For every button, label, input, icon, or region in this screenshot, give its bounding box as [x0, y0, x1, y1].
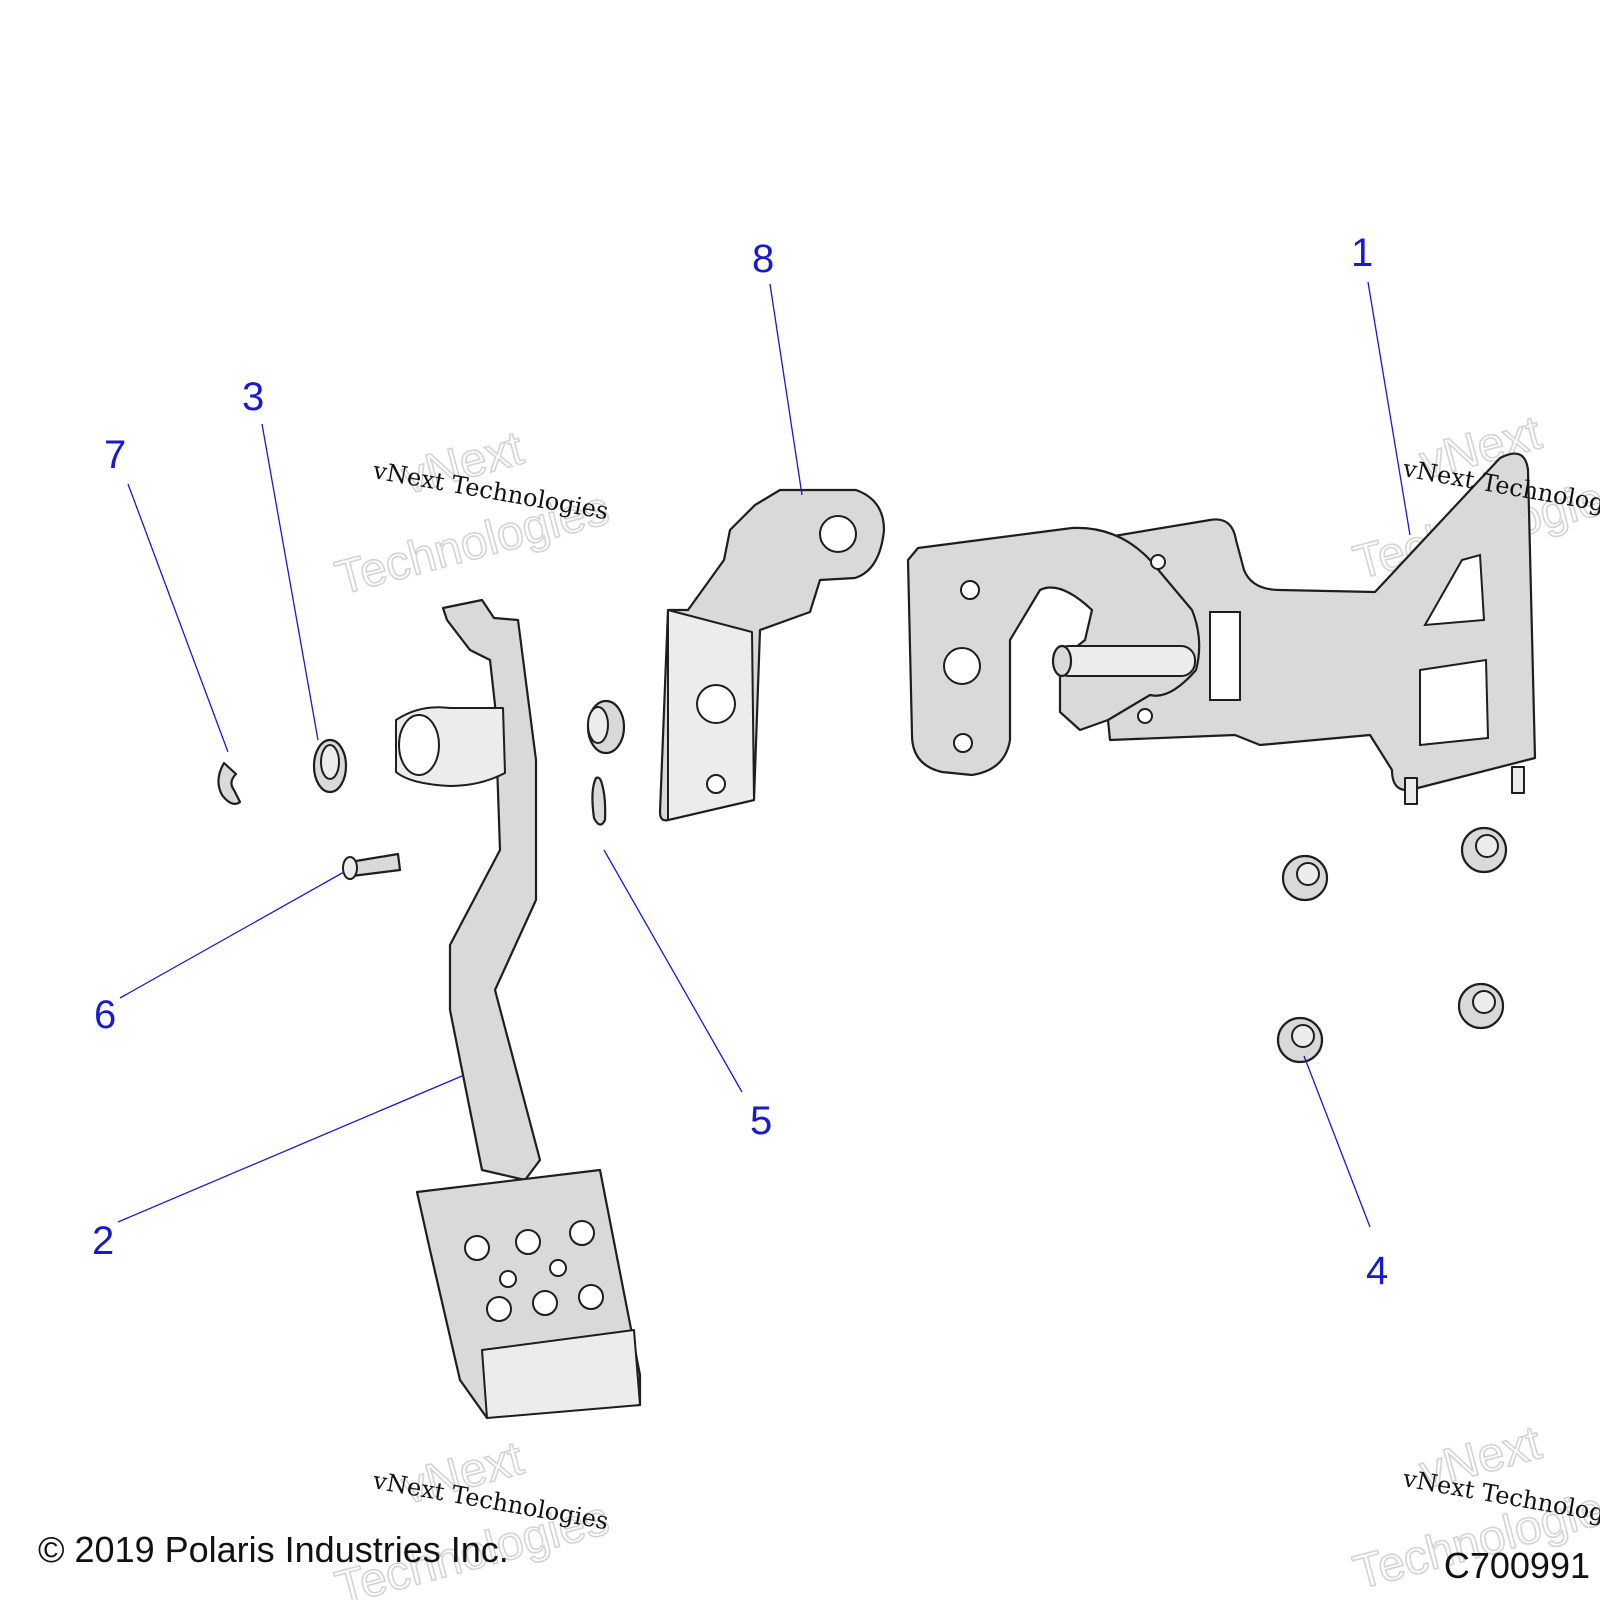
callout-2: 2: [92, 1219, 114, 1263]
callout-4: 4: [1366, 1249, 1388, 1293]
leader-line-1: [1367, 281, 1411, 536]
leader-line-2: [117, 1075, 463, 1223]
leader-line-7: [127, 483, 229, 753]
part-pedal-arm: [395, 598, 642, 1420]
leader-line-6: [119, 871, 345, 999]
callout-5: 5: [750, 1099, 772, 1143]
callout-1: 1: [1351, 231, 1373, 275]
callout-6: 6: [94, 993, 116, 1037]
leader-line-8: [769, 283, 803, 496]
part-bushing-left: [312, 738, 348, 794]
part-side-bracket: [658, 488, 886, 822]
leader-lines: [117, 281, 1411, 1228]
leader-line-5: [603, 849, 743, 1093]
part-clevis-pin: [342, 852, 402, 880]
callout-8: 8: [752, 237, 774, 281]
part-cotter-pin: [591, 776, 607, 826]
part-bushing-right: [586, 699, 626, 755]
callouts: 1 2 3 4 5 6 7 8: [92, 231, 1388, 1293]
figure-code: C700991: [1444, 1545, 1590, 1586]
leader-line-3: [261, 423, 319, 741]
leader-line-4: [1303, 1055, 1371, 1228]
part-e-clip: [217, 761, 242, 805]
part-mounting-bracket: [906, 452, 1537, 805]
part-flange-nuts: [1276, 826, 1508, 1064]
copyright-text: © 2019 Polaris Industries Inc.: [38, 1529, 509, 1570]
callout-3: 3: [242, 375, 264, 419]
callout-7: 7: [104, 433, 126, 477]
